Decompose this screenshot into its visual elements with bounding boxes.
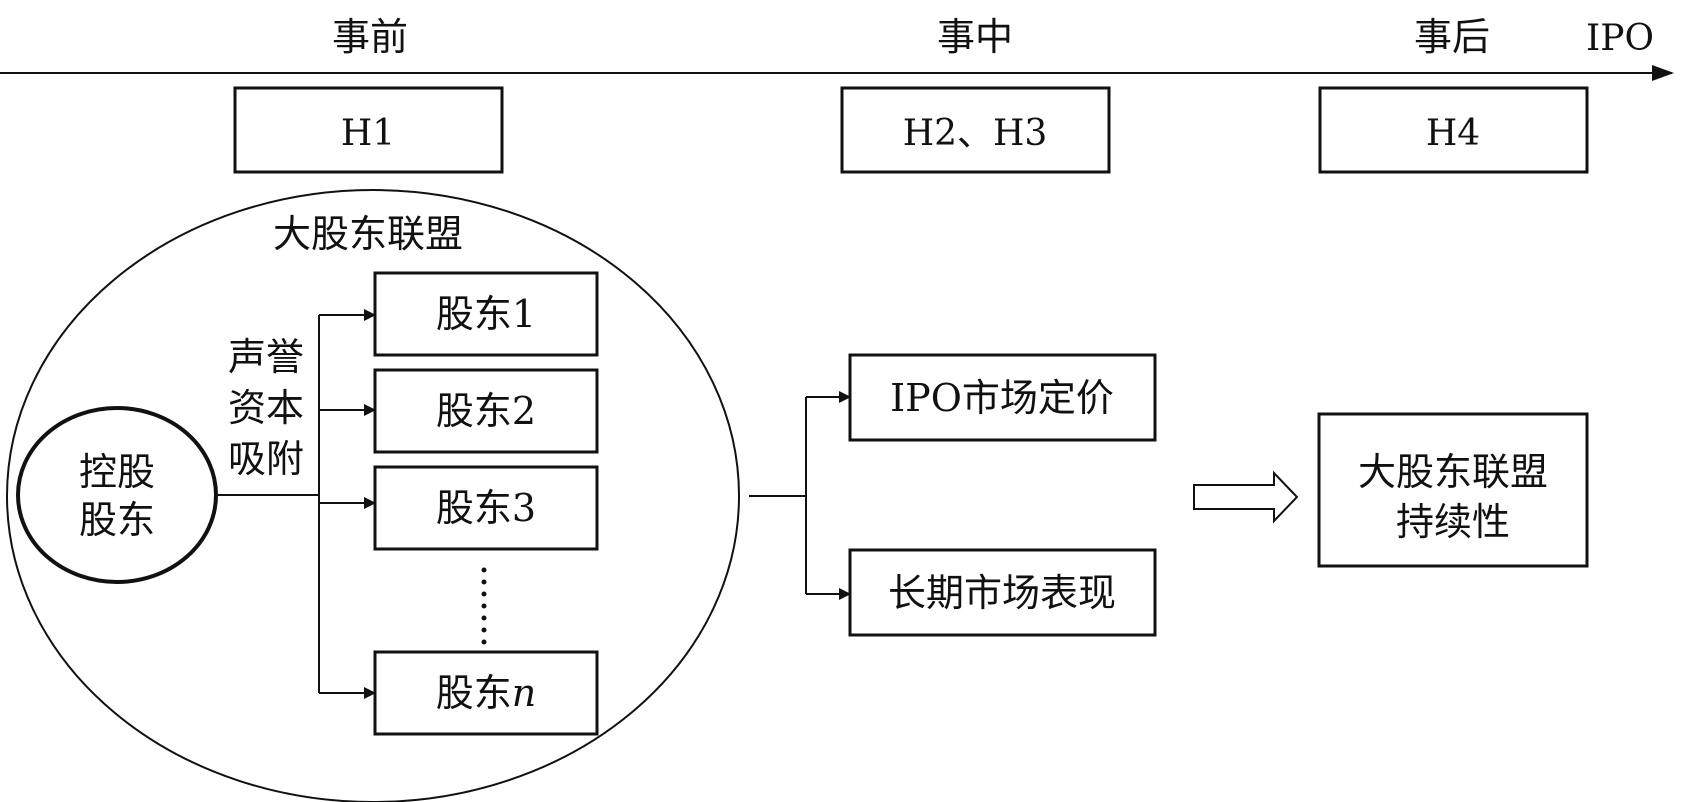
alliance-sustainability-line1: 大股东联盟	[1358, 450, 1548, 494]
controlling-shareholder-line1: 控股	[79, 450, 155, 494]
alliance-sustainability-line2: 持续性	[1396, 500, 1510, 544]
controlling-shareholder-line2: 股东	[79, 498, 155, 542]
mechanism-line3: 吸附	[228, 437, 304, 481]
shareholder-ellipsis-dots	[481, 567, 487, 645]
shareholder-3-box: 股东3	[373, 465, 599, 551]
mechanism-line2: 资本	[228, 386, 304, 430]
hypothesis-h4-box: H4	[1318, 86, 1589, 174]
timeline-end-label: IPO	[1586, 18, 1654, 59]
shareholder-n-label: 股东n	[436, 671, 537, 715]
long-term-performance-box: 长期市场表现	[848, 548, 1157, 637]
shareholder-1-label: 股东1	[436, 292, 536, 336]
alliance-title: 大股东联盟	[273, 212, 463, 256]
shareholder-2-label: 股东2	[436, 389, 536, 433]
hypothesis-h1-label: H1	[341, 113, 395, 154]
phase-during-label: 事中	[937, 15, 1013, 59]
controlling-shareholder-ellipse	[16, 406, 218, 584]
shareholder-n-box: 股东n	[373, 650, 599, 736]
alliance-sustainability-box: 大股东联盟 持续性	[1317, 412, 1589, 568]
hypothesis-h2-h3-box: H2、H3	[840, 86, 1111, 174]
long-term-performance-label: 长期市场表现	[888, 571, 1116, 615]
phase-before-label: 事前	[332, 15, 408, 59]
shareholder-2-box: 股东2	[373, 368, 599, 454]
shareholder-1-box: 股东1	[373, 271, 599, 357]
hollow-right-arrow	[1193, 470, 1299, 524]
shareholder-n-prefix: 股东	[436, 671, 512, 715]
ipo-pricing-label: IPO市场定价	[890, 376, 1114, 420]
hypothesis-h1-box: H1	[233, 86, 504, 174]
mechanism-line1: 声誉	[228, 335, 304, 379]
ipo-pricing-box: IPO市场定价	[848, 353, 1157, 442]
hypothesis-h2-h3-label: H2、H3	[903, 113, 1048, 154]
hypothesis-h4-label: H4	[1426, 113, 1480, 154]
alliance-ellipse	[6, 189, 740, 802]
phase-after-label: 事后	[1414, 15, 1490, 59]
shareholder-n-suffix: n	[512, 671, 536, 715]
shareholder-3-label: 股东3	[436, 486, 536, 530]
